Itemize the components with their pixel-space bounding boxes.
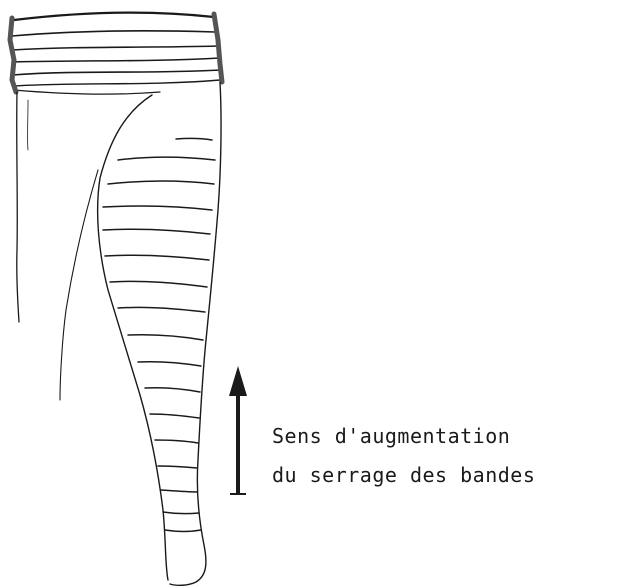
caption-line-1: Sens d'augmentation [272,424,510,448]
leg-bandage-bands [103,138,215,531]
up-arrow-icon [229,366,247,494]
left-leg-outline [17,92,28,322]
caption-line-2: du serrage des bandes [272,463,535,487]
waist-bandage [10,13,222,94]
